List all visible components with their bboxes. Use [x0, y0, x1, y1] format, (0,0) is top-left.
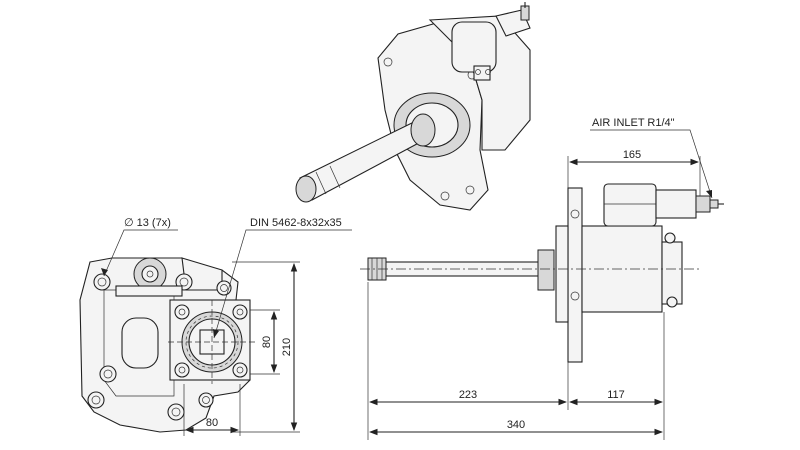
dim-side-right: 117 [607, 389, 625, 401]
bolt-holes [87, 273, 232, 421]
dim-front-height: 210 [281, 338, 293, 356]
isometric-view [295, 2, 531, 211]
air-inlet-label: AIR INLET R1/4" [592, 117, 675, 129]
hole-spec-label: ∅ 13 (7x) [124, 217, 171, 229]
dim-front-inner: 80 [261, 336, 273, 348]
front-view [79, 229, 352, 436]
dim-side-total: 340 [507, 419, 525, 431]
dim-side-left: 223 [459, 389, 477, 401]
dim-top-width: 165 [623, 149, 641, 161]
side-view [360, 129, 724, 440]
dim-front-bottom: 80 [206, 417, 218, 429]
spline-spec-label: DIN 5462-8x32x35 [250, 217, 342, 229]
